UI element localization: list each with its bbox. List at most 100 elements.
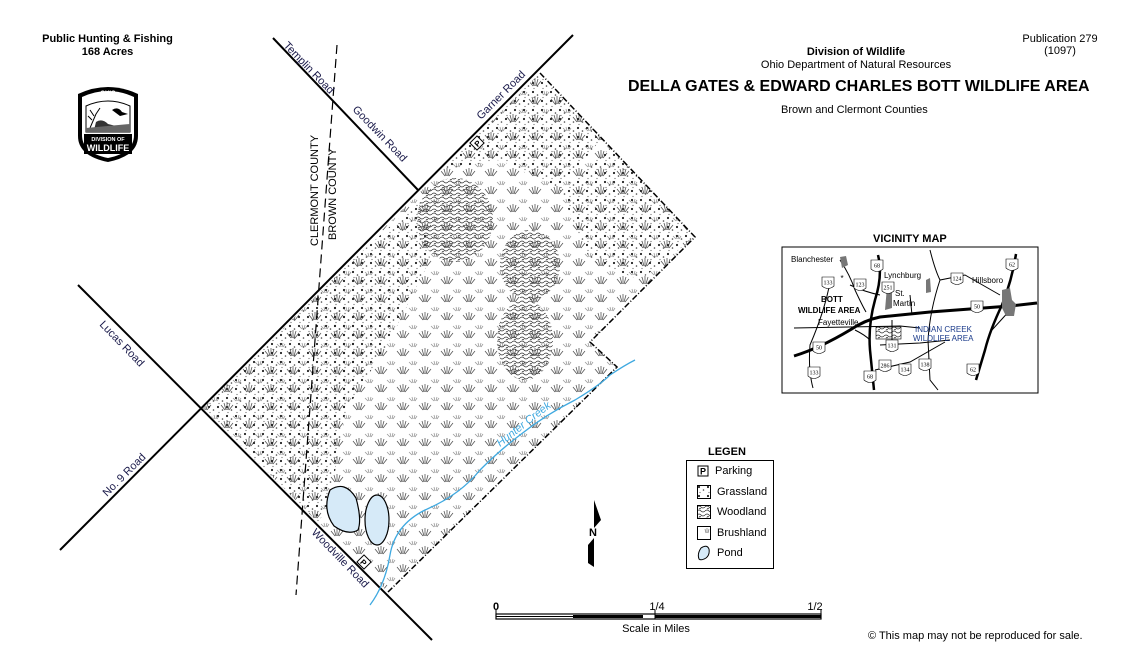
indian-creek-label: INDIAN CREEK (915, 325, 973, 334)
hillsboro-town (1002, 288, 1016, 316)
bott-area-label: BOTT (821, 295, 843, 304)
svg-text:OHIO: OHIO (100, 91, 116, 97)
legend-item-parking: P Parking (687, 461, 773, 482)
route-shield-251: 251 (881, 281, 895, 294)
town-fayetteville: Fayetteville (818, 318, 859, 327)
route-shield-68: 68 (870, 259, 884, 272)
indian-creek-area (875, 326, 902, 340)
templin-goodwin-road (272, 37, 419, 191)
town-blanchester: Blanchester (791, 255, 834, 264)
grassland-area (203, 280, 360, 560)
svg-text:50: 50 (816, 346, 822, 352)
route-shield-123: 123 (853, 278, 867, 291)
legend-item-brushland: Brushland (687, 523, 773, 544)
town-st-martin: St. (895, 289, 905, 298)
legend-label: Parking (715, 465, 753, 478)
acreage-text: 168 Acres (81, 46, 134, 58)
copyright-notice: © This map may not be reproduced for sal… (868, 630, 1083, 642)
route-shield-138: 138 (918, 358, 932, 371)
parking-icon: P (697, 465, 709, 477)
indian-creek-label: WILDLIFE AREA (913, 334, 974, 343)
route-shield-134: 134 (898, 363, 912, 376)
brown-county-label: BROWN COUNTY (327, 148, 339, 240)
svg-text:133: 133 (810, 371, 819, 377)
svg-text:138: 138 (921, 363, 930, 369)
route-shield-133: 133 (821, 276, 835, 289)
svg-text:124: 124 (953, 277, 962, 283)
division-text: Division of Wildlife (806, 46, 906, 58)
scale-half: 1/2 (807, 601, 822, 613)
counties-subtitle: Brown and Clermont Counties (781, 104, 928, 116)
route-shield-50: 50 (812, 341, 826, 354)
route-shield-50: 50 (970, 300, 984, 313)
svg-text:68: 68 (867, 375, 873, 381)
publication-info: Publication 279 (1097) (1010, 33, 1110, 57)
route-shield-286: 286 (878, 359, 892, 372)
division-label: Division of Wildlife Ohio Department of … (756, 46, 956, 72)
svg-text:DIVISION OF: DIVISION OF (91, 137, 125, 143)
grassland-swatch (697, 484, 711, 499)
lucas-woodville-road (77, 284, 433, 641)
division-of-wildlife-logo: OHIO DIVISION OF WILDLIFE (78, 87, 138, 162)
svg-text:251: 251 (884, 286, 893, 292)
town-st-martin: Martin (893, 299, 915, 308)
route-shield-68: 68 (863, 370, 877, 383)
town-hillsboro: Hillsboro (972, 276, 1004, 285)
parking-icon: P (356, 554, 372, 570)
svg-text:P: P (700, 467, 706, 477)
north-arrow-icon: N (588, 500, 601, 567)
county-line (295, 44, 338, 596)
svg-text:N: N (589, 527, 597, 539)
svg-text:123: 123 (856, 283, 865, 289)
property-habitat (203, 73, 695, 592)
legend-label: Brushland (717, 526, 767, 539)
grassland-area (560, 140, 695, 280)
grassland-area (440, 73, 600, 190)
bott-marker: * (840, 274, 843, 283)
route-shield-131: 131 (885, 339, 899, 352)
scale-bar: 0 1/4 1/2 Scale in Miles (493, 601, 823, 635)
legend-label: Woodland (717, 506, 767, 519)
scale-quarter: 1/4 (649, 601, 664, 613)
legend: P Parking Grassland Woodland Brushland P… (686, 460, 774, 569)
page-title: DELLA GATES & EDWARD CHARLES BOTT WILDLI… (628, 78, 1090, 95)
property-boundary (387, 72, 697, 593)
route-shield-62: 62 (1005, 258, 1019, 271)
templin-road-label: Templin Road (281, 40, 336, 97)
route-shield-133: 133 (807, 366, 821, 379)
legend-item-woodland: Woodland (687, 502, 773, 523)
public-hunting-text: Public Hunting & Fishing (42, 33, 173, 45)
lucas-road-label: Lucas Road (97, 319, 146, 370)
svg-text:62: 62 (970, 368, 976, 374)
hunter-creek (369, 359, 636, 606)
svg-text:286: 286 (881, 364, 890, 370)
vicinity-map-title: VICINITY MAP (873, 233, 947, 245)
bott-area-label: WILDLIFE AREA (798, 306, 861, 315)
svg-text:P: P (473, 138, 484, 149)
town-lynchburg: Lynchburg (884, 271, 921, 280)
department-text: Ohio Department of Natural Resources (760, 59, 952, 71)
brushland-area (203, 73, 695, 592)
vicinity-map: * Blanchester Lynchburg St. Martin Hills… (781, 246, 1039, 394)
blanchester-town (840, 256, 848, 268)
legend-title: LEGEN (708, 446, 746, 458)
svg-text:131: 131 (888, 344, 897, 350)
svg-text:WILDLIFE: WILDLIFE (87, 143, 130, 153)
no9-road-label: No. 9 Road (101, 451, 149, 499)
pond-icon (697, 546, 710, 561)
legend-item-grassland: Grassland (687, 482, 773, 503)
woodland-swatch (697, 505, 711, 520)
svg-text:133: 133 (824, 281, 833, 287)
scale-label: Scale in Miles (622, 623, 690, 635)
route-shield-124: 124 (950, 272, 964, 285)
svg-text:P: P (358, 558, 369, 569)
scale-zero: 0 (493, 601, 499, 613)
woodland-area (417, 178, 493, 262)
clermont-county-label: CLERMONT COUNTY (309, 134, 321, 246)
woodland-area (500, 230, 560, 300)
svg-text:68: 68 (874, 264, 880, 270)
route-shield-62: 62 (966, 363, 980, 376)
svg-text:134: 134 (901, 368, 910, 374)
lynchburg-town (926, 278, 931, 293)
